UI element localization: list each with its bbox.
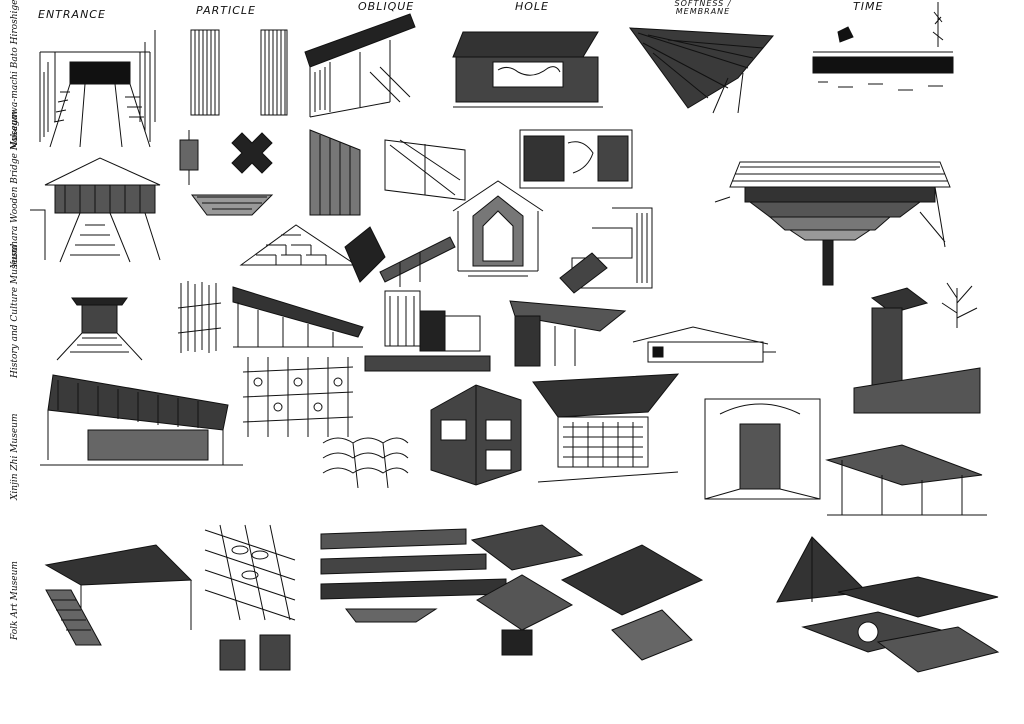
sketch-hole-low-house — [628, 322, 778, 367]
sketch-hole-cantilever — [505, 296, 630, 371]
row-label-3: History and Culture Museum — [10, 244, 20, 378]
sketch-hole-window-frame — [518, 128, 638, 193]
sketch-membrane-peaked-tent — [772, 532, 872, 612]
sketch-entrance-boardwalk — [36, 540, 196, 650]
header-time: TIME — [853, 0, 884, 13]
sketch-entrance-perspective — [30, 22, 160, 150]
header-entrance: ENTRANCE — [38, 8, 106, 21]
header-particle: PARTICLE — [196, 4, 256, 17]
sketch-particle-tiles — [318, 428, 413, 493]
sketch-oblique-stepped-blocks — [360, 286, 495, 376]
sketch-oblique-layered-terraces — [316, 514, 516, 624]
sketch-entrance-stair-house — [25, 150, 165, 265]
row-label-4: Xinjin Zhi Museum — [10, 413, 20, 500]
header-hole: HOLE — [515, 0, 550, 13]
sketch-particle-grid-plan — [200, 520, 305, 680]
sketch-oblique-perforated-wall — [528, 372, 688, 487]
sketch-oblique-long-roof — [228, 282, 368, 352]
sketch-time-tower-with-tree — [852, 278, 982, 418]
sketch-oblique-beams — [340, 222, 460, 292]
header-softness-membrane: SOFTNESS / MEMBRANE — [674, 0, 732, 16]
sketch-particle-louvres — [186, 28, 296, 128]
sketch-membrane-hanging-roof — [822, 440, 992, 520]
header-oblique: OBLIQUE — [358, 0, 415, 13]
sketch-particle-joinery — [172, 125, 292, 230]
sketch-particle-grid-facade — [238, 352, 358, 442]
sketch-hole-gable-tunnel — [448, 176, 548, 281]
sketch-hole-folded-roofs — [462, 520, 712, 670]
sketch-time-horizon — [808, 2, 958, 112]
sketch-hole-pavilion — [448, 22, 608, 112]
sketch-particle-gable-brick — [236, 220, 361, 270]
sketch-time-village-roofs — [798, 572, 1003, 677]
sketch-oblique-frame-corridor — [305, 120, 475, 220]
row-label-5: Folk Art Museum — [10, 561, 20, 640]
sketch-hole-arched-corridor — [700, 394, 825, 504]
sketch-oblique-block-building — [426, 380, 526, 490]
sketch-particle-slat-wall — [176, 278, 226, 358]
sketch-softness-membrane-canopy — [628, 18, 778, 118]
sketch-membrane-bracket-roof — [710, 152, 960, 292]
sketch-entrance-gate-stairs — [52, 290, 147, 365]
sketch-oblique-roof-corridor — [300, 12, 420, 122]
sketch-entrance-museum-facade — [38, 370, 248, 470]
sketch-hole-spiral-steps — [552, 198, 662, 298]
